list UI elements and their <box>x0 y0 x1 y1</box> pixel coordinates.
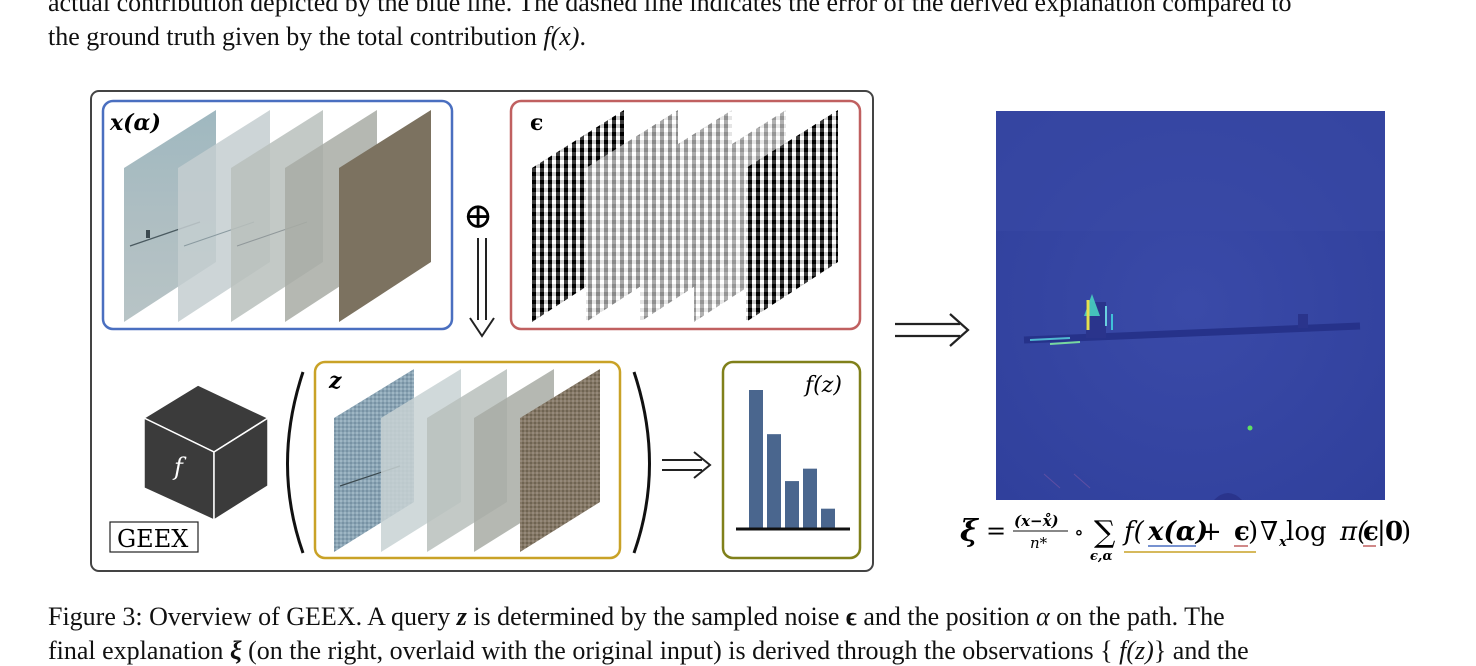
formula-xi: ξ <box>960 514 980 549</box>
arrow-to-output <box>662 452 710 478</box>
histogram-bar <box>749 390 763 528</box>
caption-fragment: on the path. The <box>1050 602 1225 631</box>
caption-math-fz: f(z) <box>1119 636 1154 665</box>
explanation-formula: ξ = (x−x̊) n* ∘ ∑ ϵ,α f( x(α) + ϵ ) ∇ x … <box>960 512 1411 564</box>
histogram-bar <box>785 481 799 528</box>
geex-badge: GEEX <box>117 525 188 553</box>
input-slice-0-detail <box>146 230 150 238</box>
query-label: z <box>328 368 342 394</box>
formula-f-open: f( <box>1122 517 1145 547</box>
formula-circ: ∘ <box>1074 520 1084 544</box>
model-cube: f <box>144 385 268 520</box>
input-slices <box>124 110 431 322</box>
explanation-heatmap <box>996 111 1385 500</box>
right-arrow-to-explanation <box>895 314 968 346</box>
left-paren <box>288 372 304 553</box>
down-arrow <box>470 238 494 336</box>
formula-sum-subscript: ϵ,α <box>1090 549 1112 564</box>
formula-x-alpha: x(α) <box>1147 517 1208 547</box>
formula-equals: = <box>986 517 1006 545</box>
histogram-bar <box>767 434 781 528</box>
caption-math-xi: ξ <box>230 636 242 665</box>
oplus-symbol: ⊕ <box>463 196 493 237</box>
noise-label: ϵ <box>530 110 543 136</box>
caption-math-z: z <box>457 602 467 631</box>
caption-fragment: final explanation <box>48 636 230 665</box>
formula-plus: + <box>1200 517 1222 547</box>
formula-frac-denominator: n* <box>1030 534 1048 552</box>
histogram-bar <box>821 509 835 528</box>
caption-fragment: (on the right, overlaid with the origina… <box>242 636 1120 665</box>
input-path-label: x(α) <box>109 110 161 136</box>
figure-caption-line: Figure 3: Overview of GEEX. A query z is… <box>48 602 1225 632</box>
caption-fragment: Figure 3: Overview of GEEX. A query <box>48 602 457 631</box>
output-label: f(z) <box>803 373 842 398</box>
right-paren <box>634 372 650 553</box>
formula-pi-close: ) <box>1401 517 1411 547</box>
output-histogram <box>736 390 850 529</box>
formula-sum: ∑ <box>1094 515 1116 550</box>
formula-frac-numerator: (x−x̊) <box>1014 512 1059 530</box>
query-slices <box>334 369 600 552</box>
caption-fragment: } and the <box>1154 636 1249 665</box>
formula-nabla: ∇ <box>1260 517 1278 547</box>
histogram-bar <box>803 469 817 528</box>
caption-math-alpha: α <box>1036 602 1050 631</box>
caption-math-eps: ϵ <box>846 602 857 631</box>
noise-slices <box>532 110 838 322</box>
formula-f-close: ) <box>1248 517 1258 547</box>
caption-fragment: is determined by the sampled noise <box>467 602 846 631</box>
caption-fragment: and the position <box>857 602 1036 631</box>
formula-log: log <box>1286 517 1327 547</box>
